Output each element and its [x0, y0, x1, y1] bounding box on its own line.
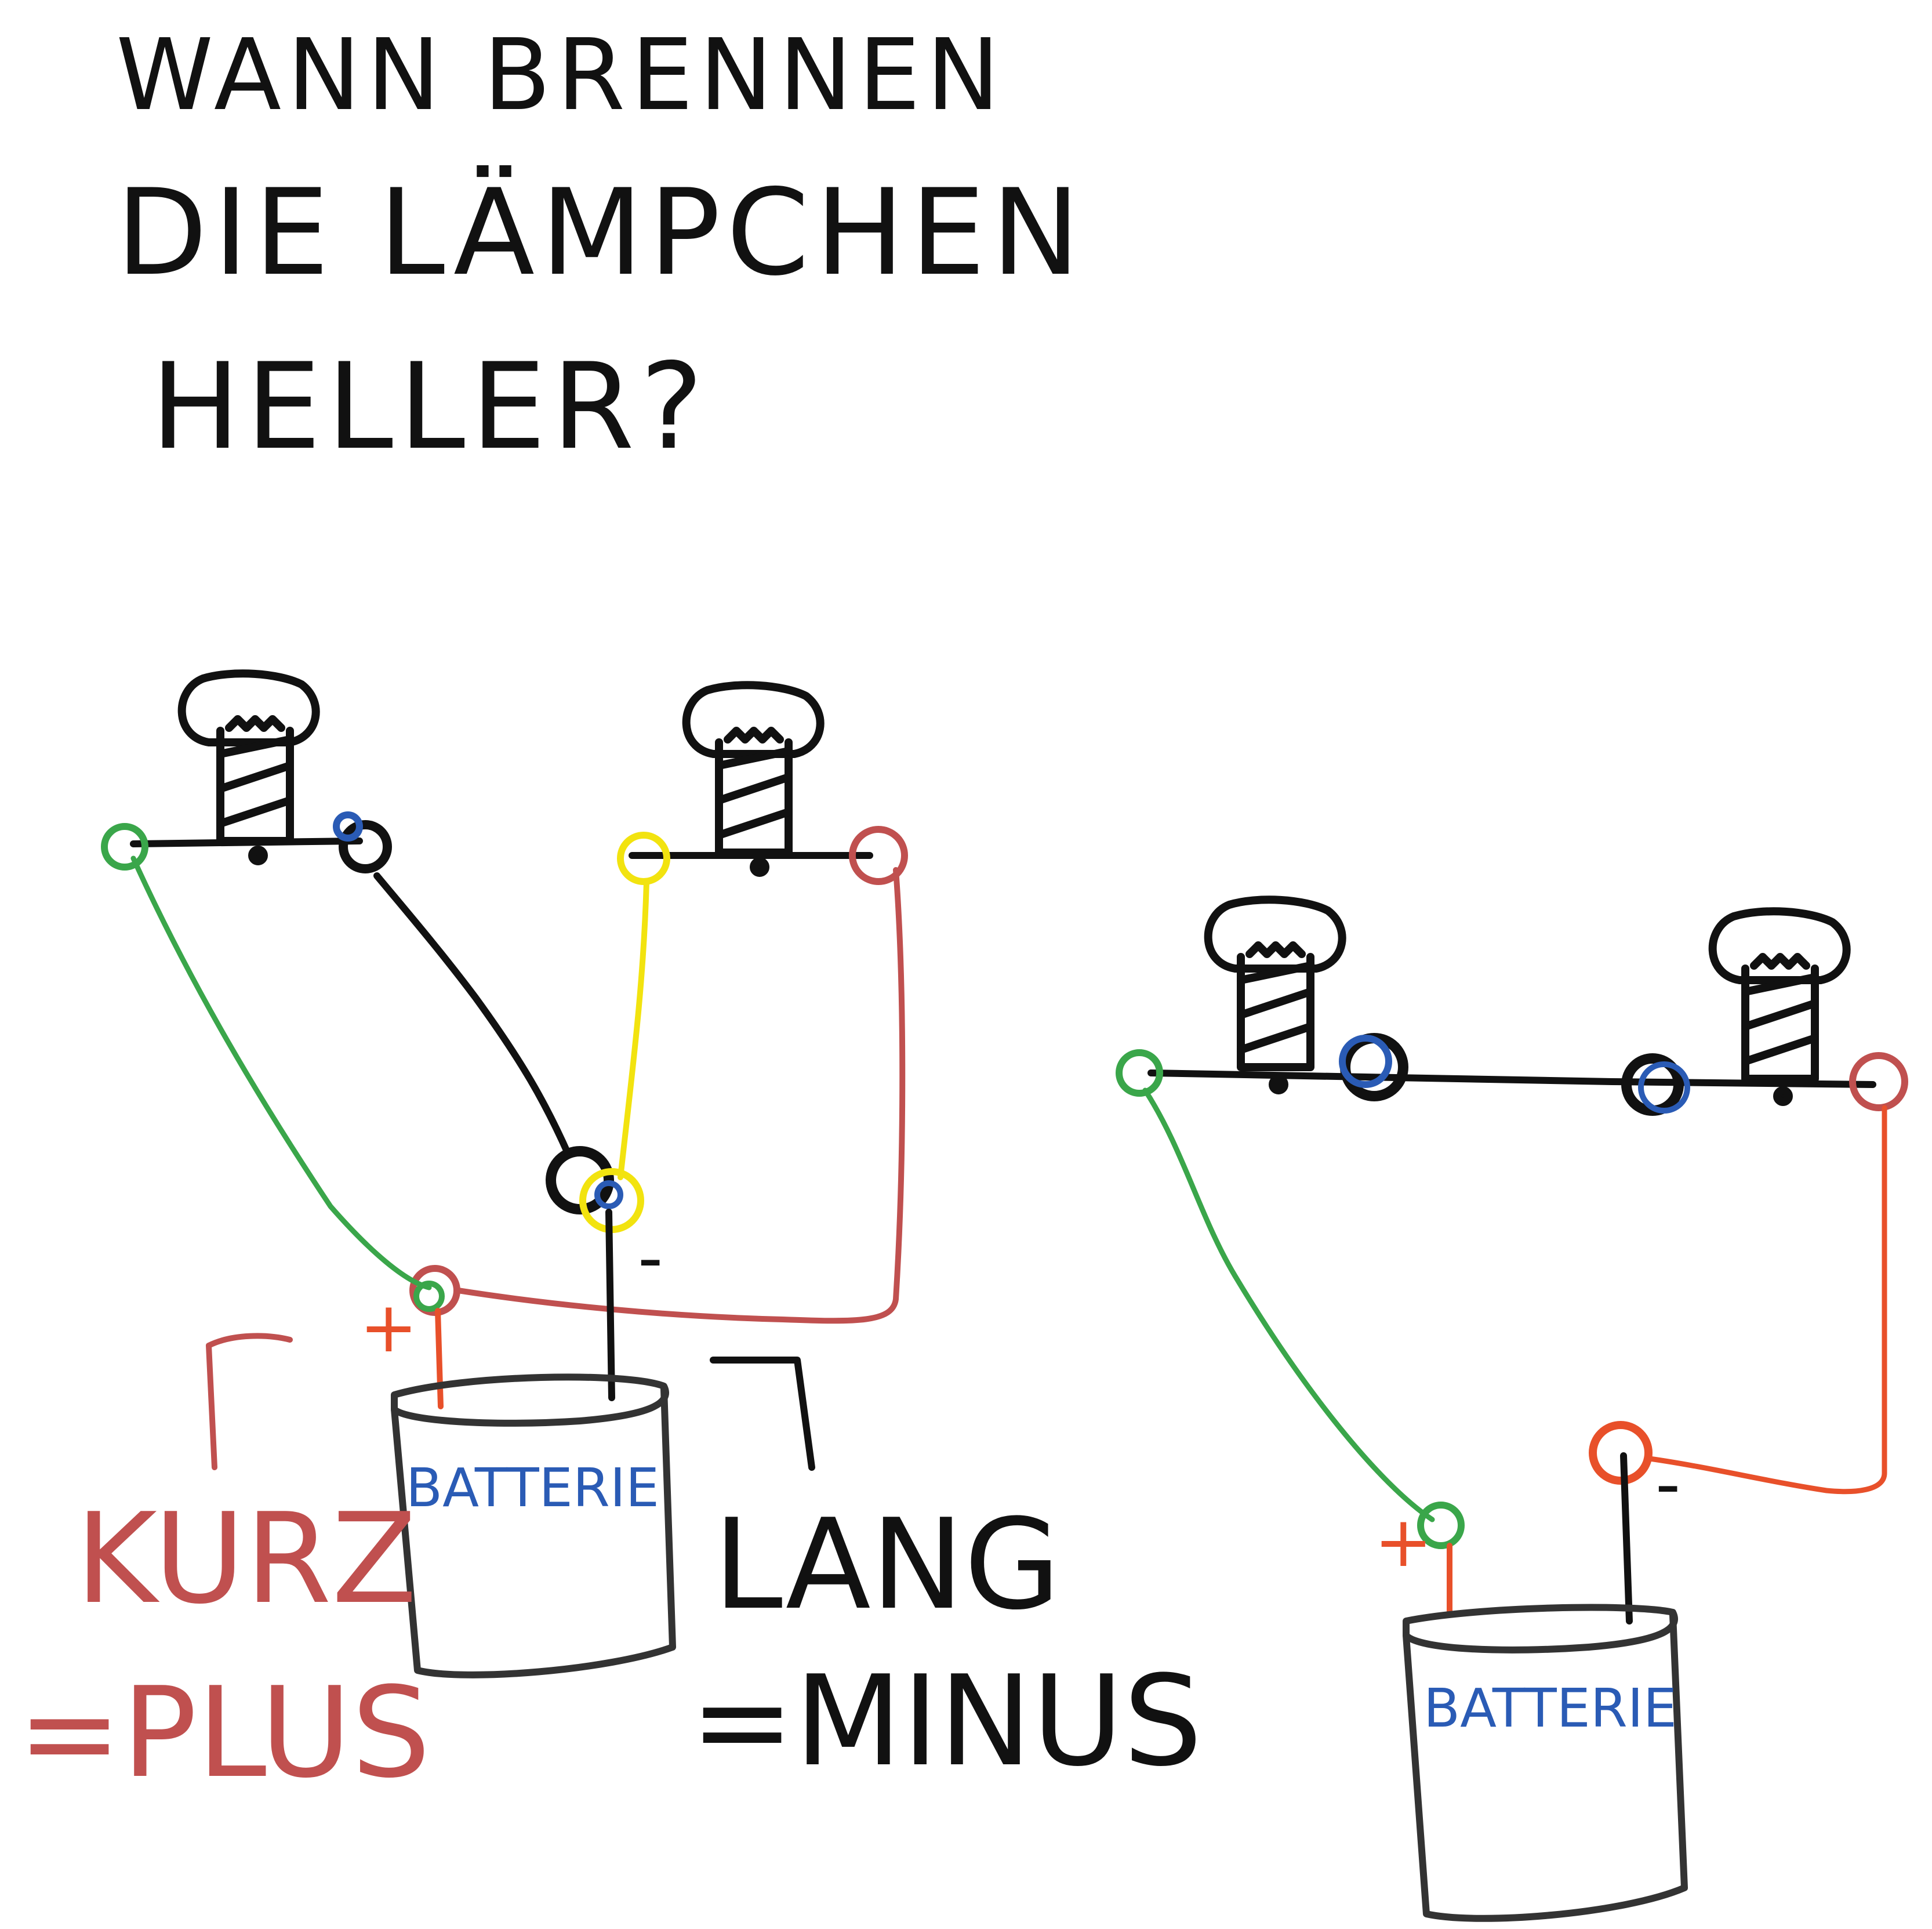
page-title-line-1: WANN BRENNEN [116, 18, 1006, 133]
terminal-ring-icon [1340, 1033, 1408, 1101]
terminal-ring-icon [339, 820, 392, 873]
terminal-ring-icon [594, 1180, 623, 1209]
long-meaning: =MINUS [690, 1648, 1203, 1794]
terminal-ring-icon [101, 823, 148, 871]
long-label: LANG [713, 1492, 1061, 1637]
short-label: KURZ [75, 1486, 417, 1631]
battery-label-right: BATTERIE [1423, 1677, 1677, 1739]
terminal-ring-icon [1116, 1049, 1163, 1097]
short-meaning: =PLUS [17, 1660, 431, 1805]
page-title-line-3: HELLER? [151, 338, 709, 476]
terminal-ring-icon [849, 826, 908, 885]
battery-label-left: BATTERIE [406, 1457, 659, 1519]
minus-sign-right: - [1655, 1444, 1681, 1525]
battery-icon [391, 1373, 676, 1678]
page-title-line-2: DIE LÄMPCHEN [116, 164, 1086, 302]
terminal-ring-icon [1339, 1035, 1392, 1088]
light-bulb-icon [177, 669, 320, 865]
plus-sign-right: + [1374, 1502, 1433, 1583]
light-bulb-icon [682, 681, 825, 877]
light-bulb-icon [1708, 907, 1851, 1106]
terminal-ring-icon [1638, 1061, 1690, 1114]
terminal-ring-icon [1589, 1421, 1653, 1485]
terminal-ring-icon [1417, 1502, 1465, 1549]
minus-sign-left: - [638, 1218, 663, 1299]
light-bulb-icon [1204, 895, 1346, 1094]
terminal-ring-icon [1849, 1052, 1908, 1111]
plus-sign-left: + [359, 1288, 418, 1368]
terminal-ring-icon [413, 1281, 445, 1312]
battery-icon [1403, 1604, 1688, 1922]
terminal-ring-icon [333, 811, 363, 842]
